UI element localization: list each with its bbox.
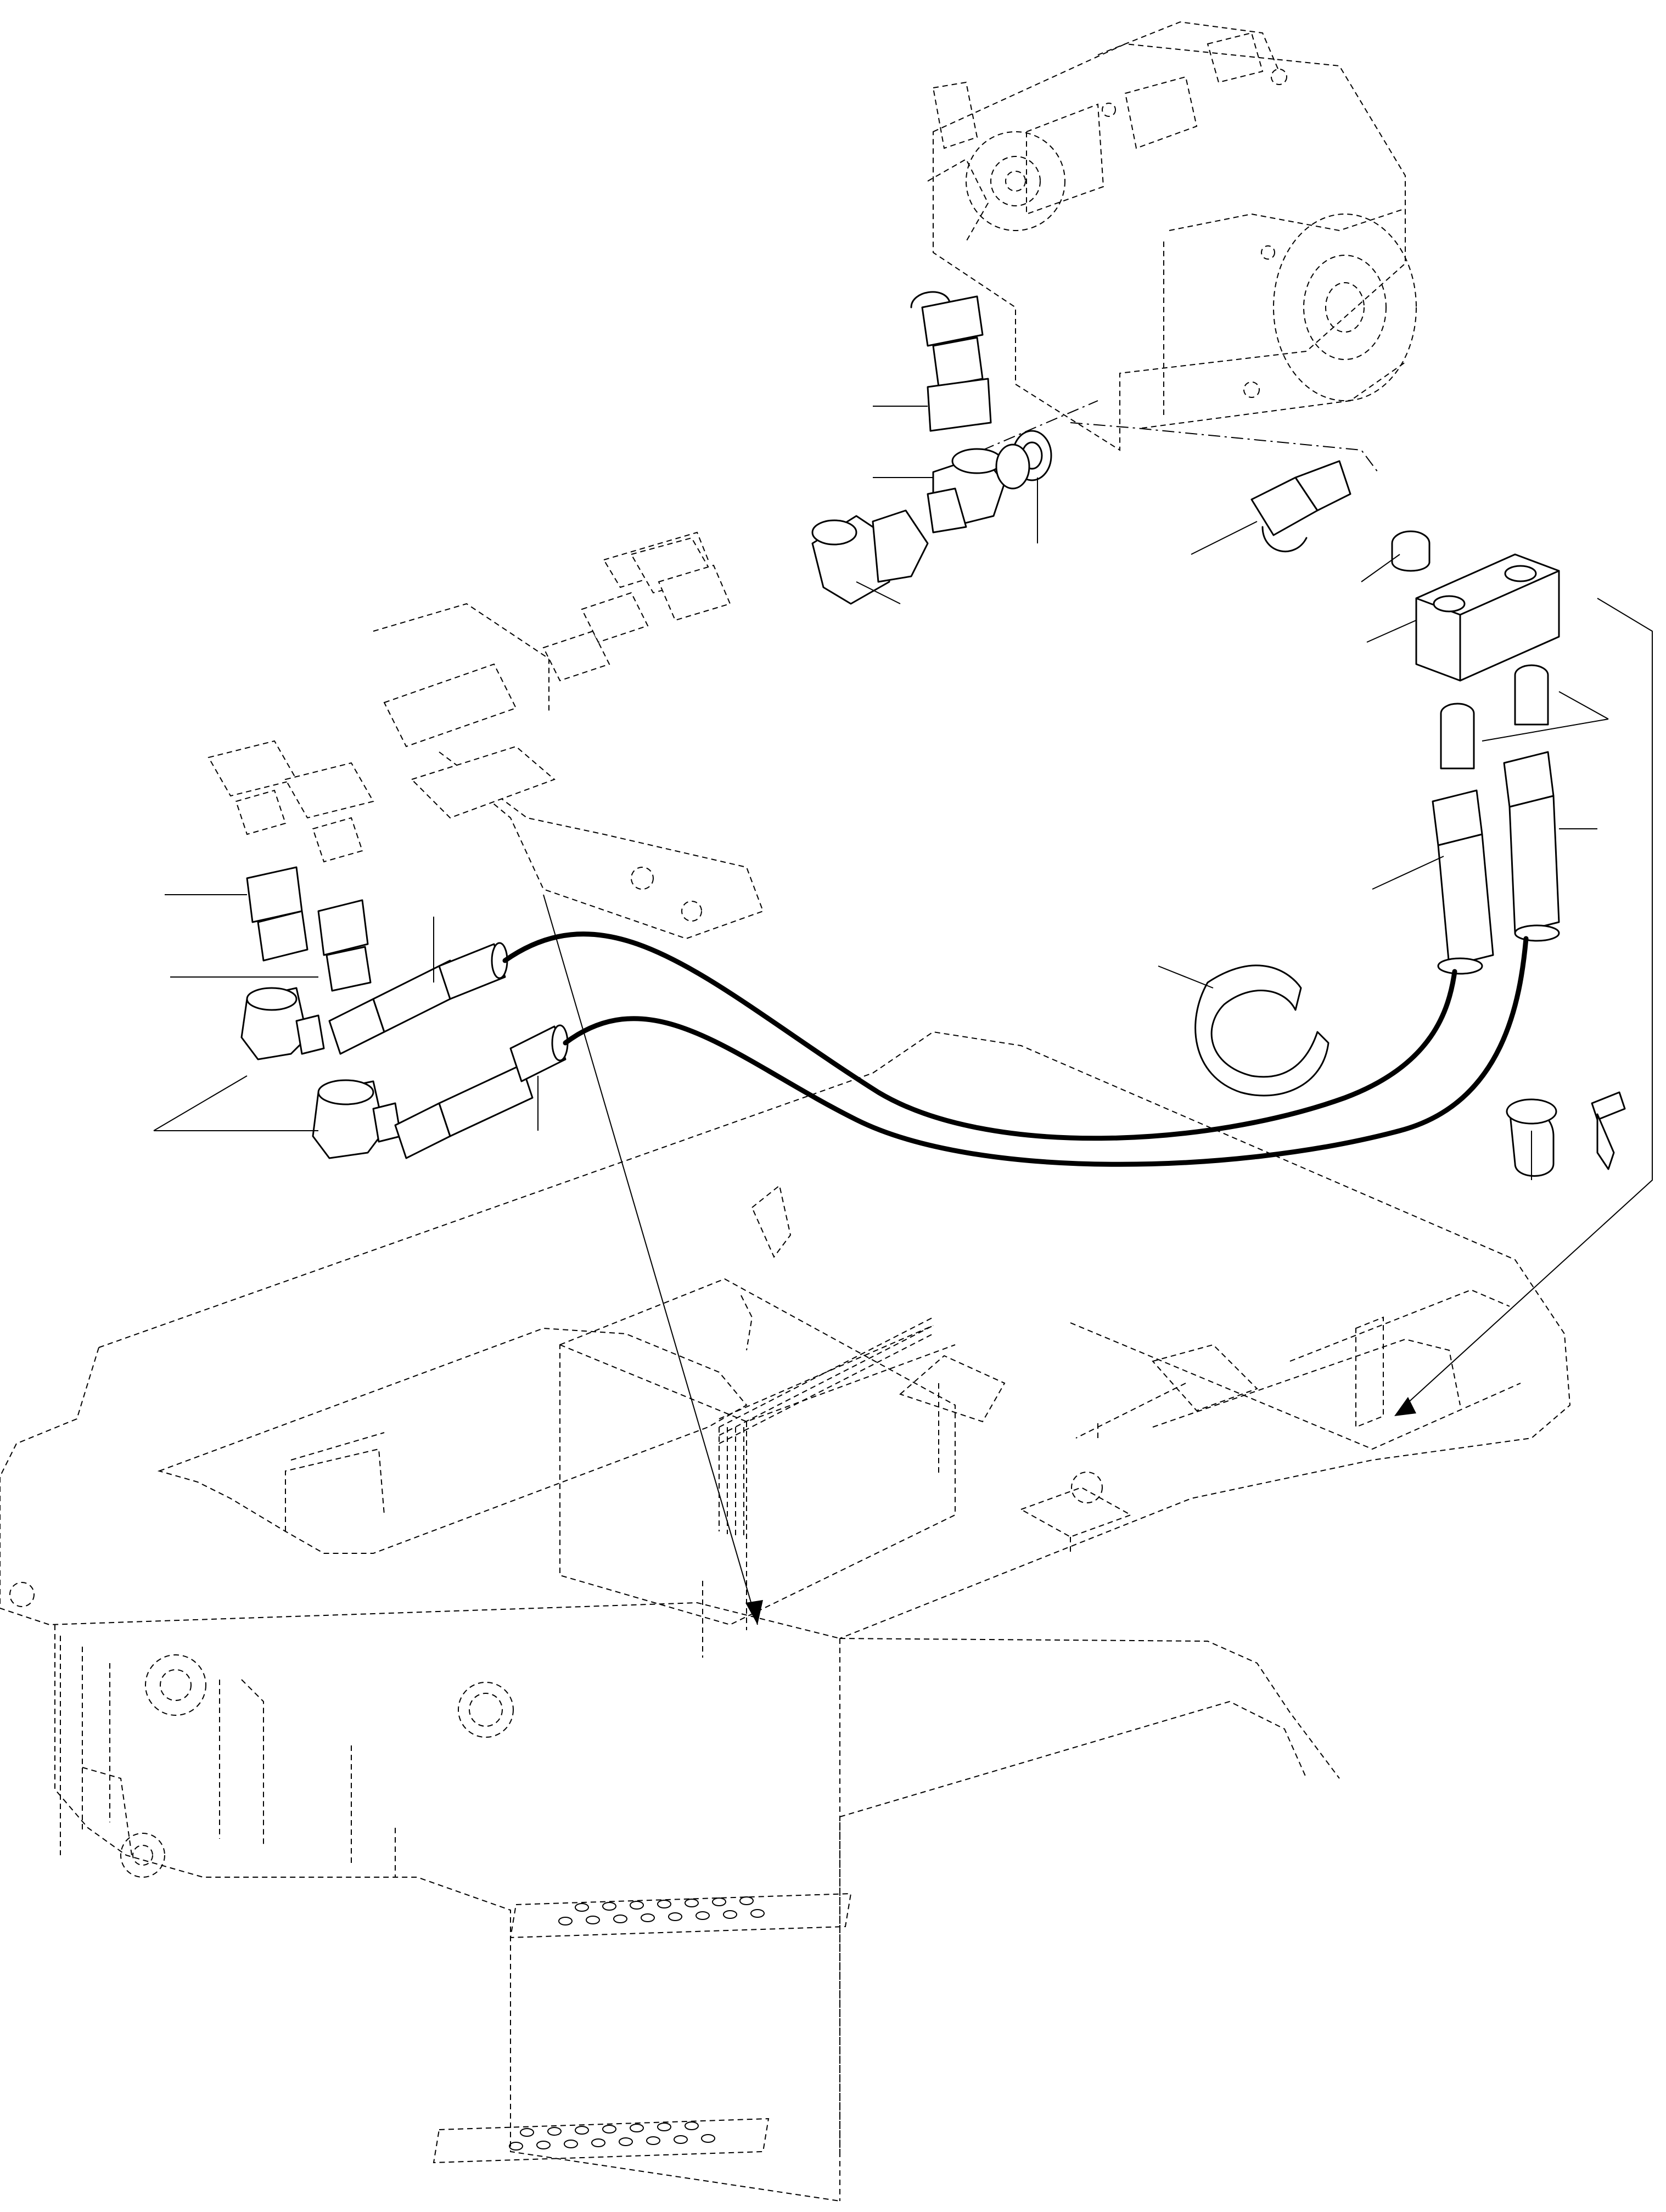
pump-fittings <box>811 291 1351 605</box>
hose-upper <box>502 931 1457 1141</box>
assembly-lines <box>982 400 1378 473</box>
leader-mounting-block <box>1366 620 1417 643</box>
leader-block-adapters-1 <box>1482 718 1609 742</box>
left-valve-block <box>207 537 731 863</box>
leader-right-hose-1 <box>1372 856 1444 890</box>
step-perforations <box>509 1896 765 2151</box>
hydraulic-pump <box>927 21 1417 451</box>
hydraulic-hoses <box>502 931 1529 1167</box>
leader-plug <box>1361 554 1400 582</box>
leader-left-elbows-1 <box>153 1075 248 1131</box>
clip-hardware <box>1194 964 1626 1177</box>
leader-cable-tie <box>1158 965 1214 989</box>
leader-test-point-cap <box>1191 521 1258 555</box>
left-fittings <box>240 866 569 1159</box>
leader-block-adapters-2 <box>1558 691 1609 720</box>
hose-lower <box>563 936 1529 1167</box>
reference-arrows <box>543 598 1653 1625</box>
leader-elbow-swivel <box>856 581 901 604</box>
leader-lines <box>153 406 1609 1180</box>
mounting-block <box>1391 530 1560 770</box>
machine-frame <box>0 531 1571 2202</box>
right-hose-ends <box>1432 751 1560 975</box>
